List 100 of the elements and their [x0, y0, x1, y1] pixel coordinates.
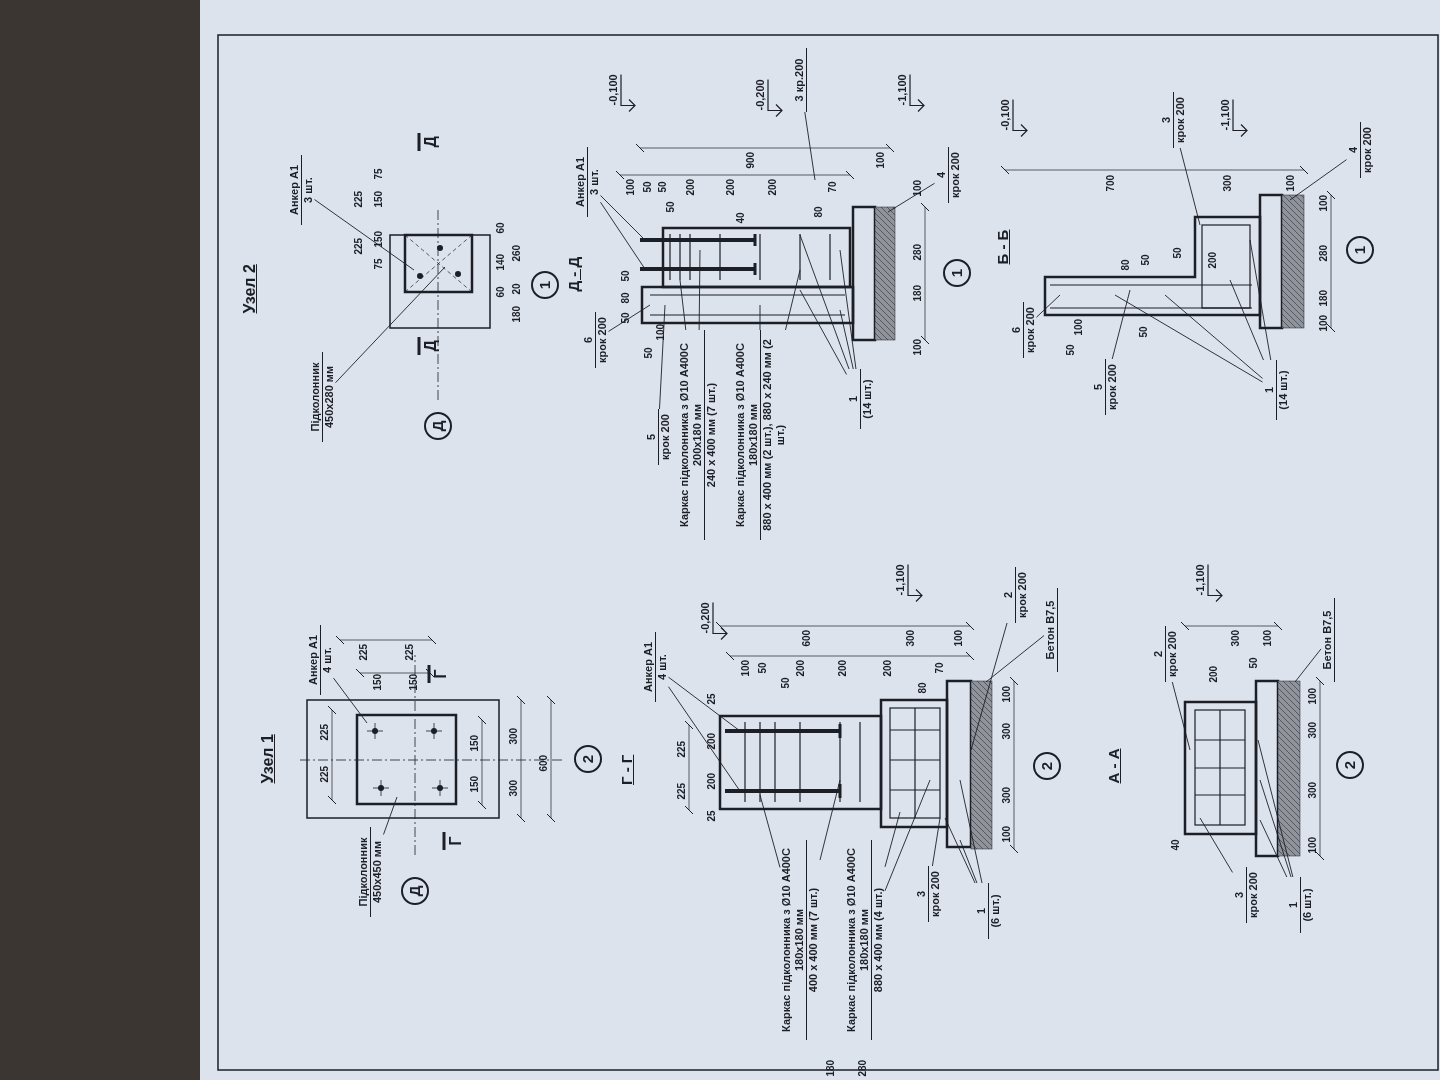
- callout-label: 6 крок 200: [1009, 302, 1037, 358]
- dimension-value: 200: [766, 178, 778, 196]
- leader-line: [819, 779, 841, 861]
- dimension-value: 70: [826, 181, 838, 193]
- leader-line: [668, 686, 741, 792]
- leader-line: [1036, 294, 1061, 318]
- elevation-value: -0,100: [999, 99, 1012, 131]
- callout-label: 4 крок 200: [1346, 122, 1374, 178]
- section-mark-letter: Д: [422, 136, 440, 148]
- leader-line: [887, 182, 935, 213]
- leader-line: [959, 839, 978, 884]
- dimension-value: 200: [1207, 665, 1219, 683]
- section-number-circle: 2: [1033, 752, 1061, 780]
- leader-line: [839, 309, 854, 370]
- leader-line: [1171, 681, 1191, 751]
- leader-line: [333, 677, 368, 724]
- callout-label: 3 крок 200: [1232, 867, 1260, 923]
- callout-label: 6 крок 200: [581, 312, 609, 368]
- elevation-value: -1,100: [1194, 564, 1207, 596]
- dimension-value: 100: [1306, 687, 1318, 705]
- leader-line: [668, 676, 741, 732]
- dimension-value: 25: [705, 693, 717, 705]
- leader-line: [608, 304, 651, 332]
- callout-label: 5 крок 200: [644, 409, 672, 465]
- dimension-value: 100: [1317, 314, 1329, 332]
- leader-line: [1199, 817, 1233, 873]
- callout-label: Каркас підколонника з Ø10 А400С 180x180 мм 880 x 400 мм (2 шт.), 880 x 240 мм (2 шт.): [733, 330, 787, 540]
- dimension-value: 140: [494, 253, 506, 271]
- dimension-value: 300: [1000, 722, 1012, 740]
- callout-label: Анкер А1 4 шт.: [306, 625, 334, 695]
- dimension-value: 280: [1317, 244, 1329, 262]
- leader-line: [884, 779, 931, 892]
- section-number-circle: 1: [943, 259, 971, 287]
- leader-line: [759, 794, 781, 868]
- foundation-plan-drawing: [389, 209, 491, 401]
- callout-label: Анкер А1 3 шт.: [287, 155, 315, 225]
- elevation-value: -0,100: [607, 74, 620, 106]
- callout-label: 1 (14 шт.): [1262, 360, 1290, 420]
- leader-line: [679, 279, 687, 331]
- section-mark-letter: Г: [447, 836, 465, 846]
- leader-line: [1114, 294, 1263, 383]
- dimension-value: 180: [510, 305, 522, 323]
- dimension-value: 300: [1306, 721, 1318, 739]
- dimension-value: 225: [675, 740, 687, 758]
- dimension-value: 100: [1317, 194, 1329, 212]
- view-title: Узел 1: [259, 734, 277, 784]
- dimension-value: 50: [619, 312, 631, 324]
- section-title: Б - Б: [994, 229, 1011, 265]
- section-title: А - А: [1105, 748, 1122, 784]
- callout-label: 2 крок 200: [1151, 626, 1179, 682]
- leader-line: [970, 622, 1008, 751]
- dimension-value: 100: [911, 179, 923, 197]
- leader-line: [1259, 779, 1292, 878]
- dimension-value: 225: [675, 782, 687, 800]
- dimension-value: 300: [1229, 629, 1241, 647]
- elevation-value: -1,100: [1219, 99, 1232, 131]
- dimension-value: 50: [619, 270, 631, 282]
- dimension-value: 80: [916, 682, 928, 694]
- leader-line: [759, 304, 761, 331]
- dimension-value: 150: [372, 190, 384, 208]
- callout-label: 1 (6 шт.): [1286, 877, 1314, 933]
- leader-line: [1257, 739, 1294, 878]
- leader-line: [799, 234, 850, 370]
- dimension-value: 180: [1317, 289, 1329, 307]
- dimension-value: 300: [904, 629, 916, 647]
- section-number-circle: 2: [1336, 751, 1364, 779]
- callout-label: 5 крок 200: [1091, 359, 1119, 415]
- callout-label: Каркас підколонника з Ø10 А400С 180x180 мм 880 x 400 мм (4 шт.): [845, 840, 885, 1040]
- leader-line: [314, 199, 415, 271]
- dimension-value: 225: [403, 643, 415, 661]
- dimension-value: 200: [1206, 251, 1218, 269]
- view-title: Узел 2: [241, 264, 259, 314]
- dimension-value: 100: [911, 338, 923, 356]
- dimension-value: 50: [1137, 326, 1149, 338]
- leader-line: [383, 796, 398, 835]
- dimension-value: 200: [705, 732, 717, 750]
- leader-line: [785, 269, 801, 331]
- leader-line: [959, 779, 983, 884]
- dimension-value: 40: [734, 212, 746, 224]
- dimension-value: 100: [874, 151, 886, 169]
- dimension-value: 50: [1171, 247, 1183, 259]
- dimension-value: 80: [1119, 259, 1131, 271]
- dimension-value: 100: [1261, 629, 1273, 647]
- dimension-value: 200: [684, 178, 696, 196]
- dimension-value: 100: [952, 629, 964, 647]
- dimension-value: 150: [371, 673, 383, 691]
- dimension-value: 600: [800, 629, 812, 647]
- callout-label: Анкер А1 4 шт.: [641, 632, 669, 702]
- dimension-value: 280: [911, 243, 923, 261]
- leader-line: [1179, 147, 1201, 226]
- section-mark-letter: Д: [422, 340, 440, 352]
- dimension-value: 300: [507, 727, 519, 745]
- leader-line: [600, 201, 646, 270]
- elevation-value: -0,200: [699, 602, 712, 634]
- leader-line: [698, 249, 701, 331]
- dimension-value: 100: [1000, 825, 1012, 843]
- leader-line: [985, 635, 1045, 683]
- dimension-value: 300: [1000, 786, 1012, 804]
- dimension-value: 150: [372, 230, 384, 248]
- callout-label: Бетон В7,5: [1044, 588, 1058, 672]
